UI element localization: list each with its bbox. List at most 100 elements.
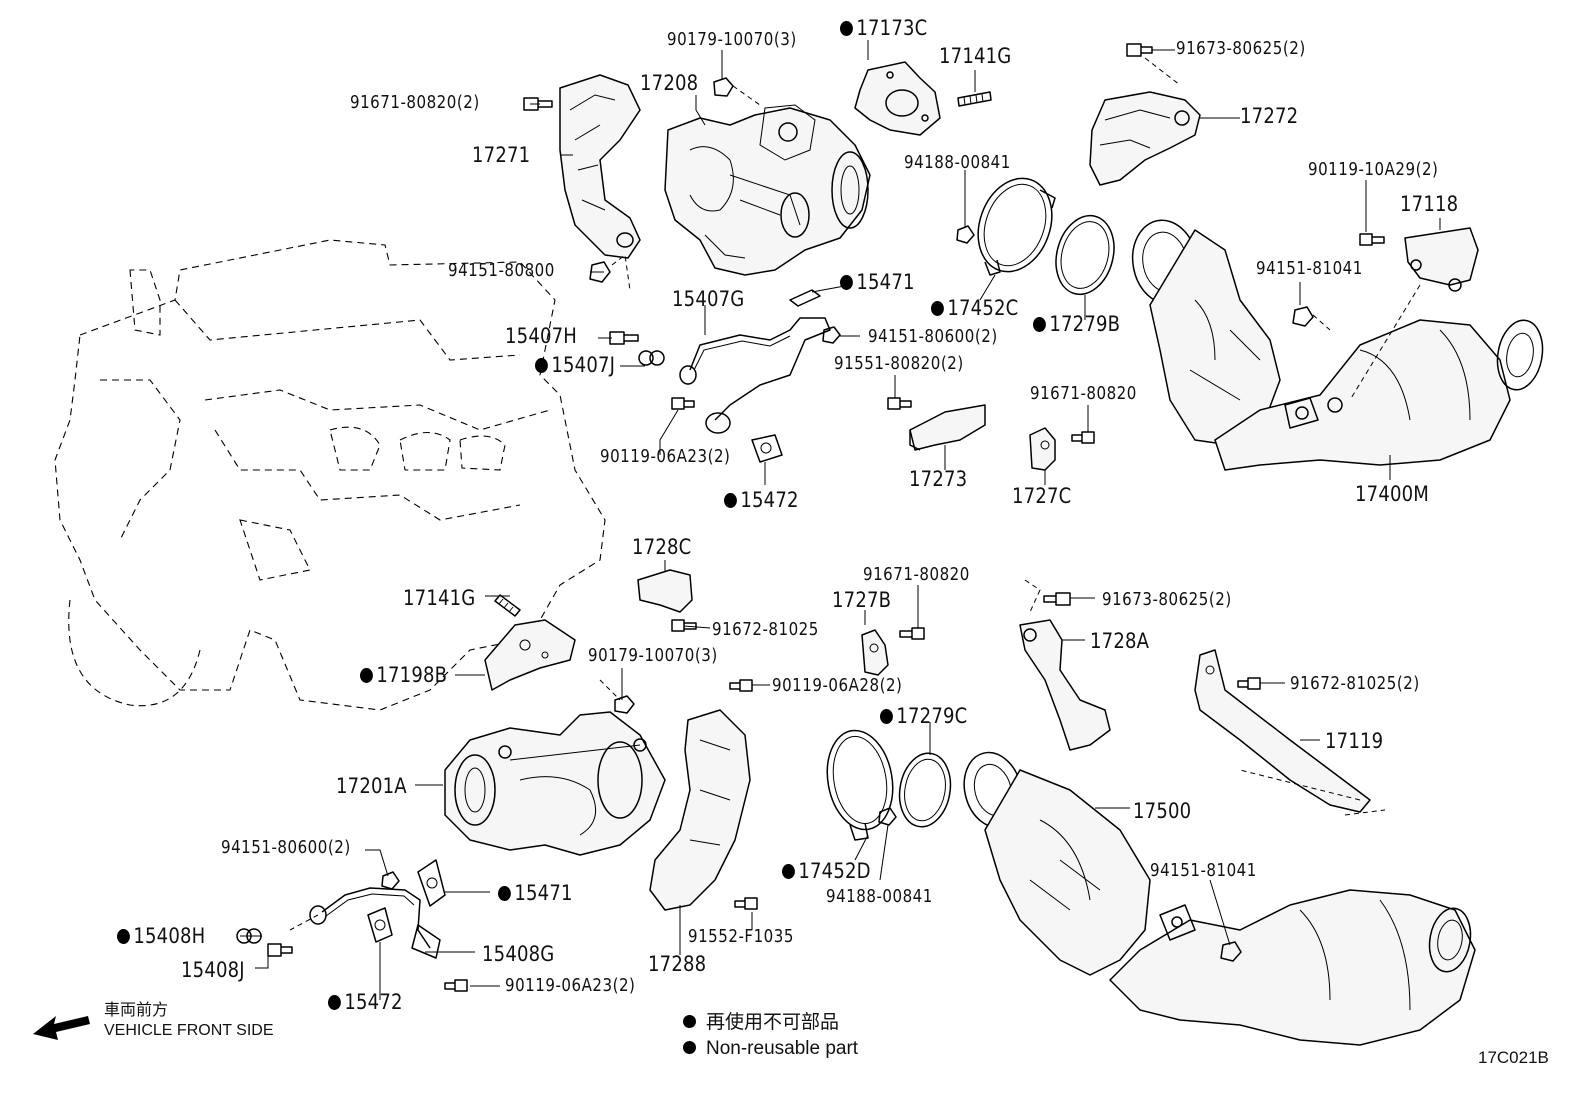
nonreusable-marker-icon xyxy=(360,668,373,683)
gasket-15471-lower xyxy=(417,859,446,907)
callout-91673-80625-lower: 91673-80625(2) xyxy=(1102,590,1232,610)
nut-90179-10070-top xyxy=(713,77,734,97)
gasket-17173C xyxy=(854,61,941,136)
bolt-91671-80820-right xyxy=(1071,431,1095,444)
callout-90179-10070-lower: 90179-10070(3) xyxy=(588,646,718,666)
bolt-91672-81025-lower xyxy=(671,619,697,632)
callout-90179-10070-top: 90179-10070(3) xyxy=(667,30,797,50)
callout-15471-lower: 15471 xyxy=(498,883,573,904)
bracket-1728C xyxy=(637,569,693,613)
bolt-15407H xyxy=(609,331,639,345)
bolt-91673-80625-top xyxy=(1126,43,1153,57)
nonreusable-marker-icon xyxy=(931,301,944,316)
vehicle-front-arrow-icon xyxy=(33,1016,90,1040)
vehicle-front-label-en: VEHICLE FRONT SIDE xyxy=(104,1022,274,1039)
nonreusable-marker-icon xyxy=(840,21,853,36)
nut-94151-80600-lower xyxy=(381,871,400,890)
callout-94188-00841-lower: 94188-00841 xyxy=(826,887,933,907)
legend-ja: 再使用不可部品 xyxy=(683,1013,839,1032)
gasket-15472-lower xyxy=(367,907,393,943)
callout-15471-top: 15471 xyxy=(840,272,915,293)
nut-90179-10070-lower xyxy=(614,695,635,714)
callout-94151-81041-top: 94151-81041 xyxy=(1256,259,1363,279)
callout-17271: 17271 xyxy=(472,143,531,167)
vehicle-front-label-ja: 車両前方 xyxy=(104,1002,169,1019)
callout-17141G-lower: 17141G xyxy=(403,586,476,610)
callout-17279B: 17279B xyxy=(1033,314,1120,335)
bolt-91552-F1035 xyxy=(734,897,758,910)
heat-insulator-17288 xyxy=(649,709,751,911)
callout-15407H: 15407H xyxy=(505,324,578,348)
callout-15408J: 15408J xyxy=(181,958,245,982)
callout-15407J: 15407J xyxy=(535,355,615,376)
callout-17141G-top: 17141G xyxy=(939,44,1012,68)
nut-94151-81041-top xyxy=(1292,306,1314,327)
nonreusable-marker-icon xyxy=(117,929,130,944)
callout-17500: 17500 xyxy=(1133,799,1192,823)
callout-17273: 17273 xyxy=(909,467,968,491)
callout-91671-80820-2: 91671-80820(2) xyxy=(350,93,480,113)
callout-17119: 17119 xyxy=(1325,729,1384,753)
nonreusable-marker-icon xyxy=(724,493,737,508)
nonreusable-marker-icon xyxy=(683,1015,696,1028)
nut-94151-80800 xyxy=(589,261,611,283)
callout-17400M: 17400M xyxy=(1355,482,1430,506)
gasket-17198B xyxy=(484,619,576,691)
callout-94151-80600-lower: 94151-80600(2) xyxy=(221,838,351,858)
bolt-90119-06A28 xyxy=(729,679,753,692)
callout-17173C: 17173C xyxy=(840,18,927,39)
exhaust-manifold-17500 xyxy=(963,751,1476,1046)
callout-90119-06A23-top: 90119-06A23(2) xyxy=(600,447,731,467)
vehicle-front-label: 車両前方 VEHICLE FRONT SIDE xyxy=(104,1001,274,1041)
engine-block-outline xyxy=(54,239,606,711)
bolt-90119-06A23-lower xyxy=(444,979,468,992)
nut-94151-80600-top xyxy=(822,326,841,344)
nonreusable-marker-icon xyxy=(498,886,511,901)
callout-1728A: 1728A xyxy=(1090,629,1150,653)
callout-91552-F1035: 91552-F1035 xyxy=(688,927,794,947)
callout-17272: 17272 xyxy=(1240,104,1299,128)
exhaust-manifold-17400M xyxy=(1131,219,1544,471)
heat-insulator-17271 xyxy=(559,74,641,259)
bolt-91672-81025-right xyxy=(1237,677,1261,690)
callout-94151-80800: 94151-80800 xyxy=(448,261,555,281)
gasket-15407J xyxy=(638,350,665,366)
callout-90119-06A28: 90119-06A28(2) xyxy=(772,676,903,696)
nonreusable-marker-icon xyxy=(880,709,893,724)
oil-pipe-15408G xyxy=(309,887,441,959)
callout-91672-81025-right: 91672-81025(2) xyxy=(1290,674,1420,694)
callout-17208: 17208 xyxy=(640,71,699,95)
callout-94188-00841-top: 94188-00841 xyxy=(904,153,1011,173)
bracket-1727B xyxy=(861,629,889,676)
bolt-91551-80820 xyxy=(887,397,912,410)
callout-15407G: 15407G xyxy=(672,287,745,311)
callout-17198B: 17198B xyxy=(360,665,447,686)
callout-90119-06A23-lower: 90119-06A23(2) xyxy=(505,976,636,996)
bracket-17273 xyxy=(909,404,986,451)
bracket-1727C xyxy=(1029,427,1056,471)
nonreusable-marker-icon xyxy=(535,358,548,373)
bolt-91673-80625-lower xyxy=(1043,592,1071,606)
stud-17141G-lower xyxy=(494,594,521,617)
callout-1727B: 1727B xyxy=(832,588,892,612)
leader-lines xyxy=(240,40,1441,1000)
bolt-90119-10A29 xyxy=(1359,233,1385,246)
callout-91551-80820: 91551-80820(2) xyxy=(834,354,964,374)
bolt-91671-80820-lower xyxy=(899,627,925,640)
nonreusable-marker-icon xyxy=(1033,317,1046,332)
nut-94188-00841-top xyxy=(956,225,975,244)
heat-insulator-17272 xyxy=(1089,91,1201,186)
turbocharger-17208 xyxy=(664,104,871,276)
legend-en: Non-reusable part xyxy=(683,1039,858,1058)
callout-91673-80625-top: 91673-80625(2) xyxy=(1176,39,1306,59)
bolt-90119-06A23-top xyxy=(671,397,695,410)
gasket-17279C xyxy=(898,752,952,828)
nonreusable-marker-icon xyxy=(683,1041,696,1054)
callout-17452D: 17452D xyxy=(782,861,871,882)
nonreusable-marker-icon xyxy=(782,864,795,879)
oil-pipe-15407G xyxy=(679,289,831,434)
callout-1727C: 1727C xyxy=(1012,484,1072,508)
callout-17452C: 17452C xyxy=(931,298,1018,319)
callout-17279C: 17279C xyxy=(880,706,967,727)
